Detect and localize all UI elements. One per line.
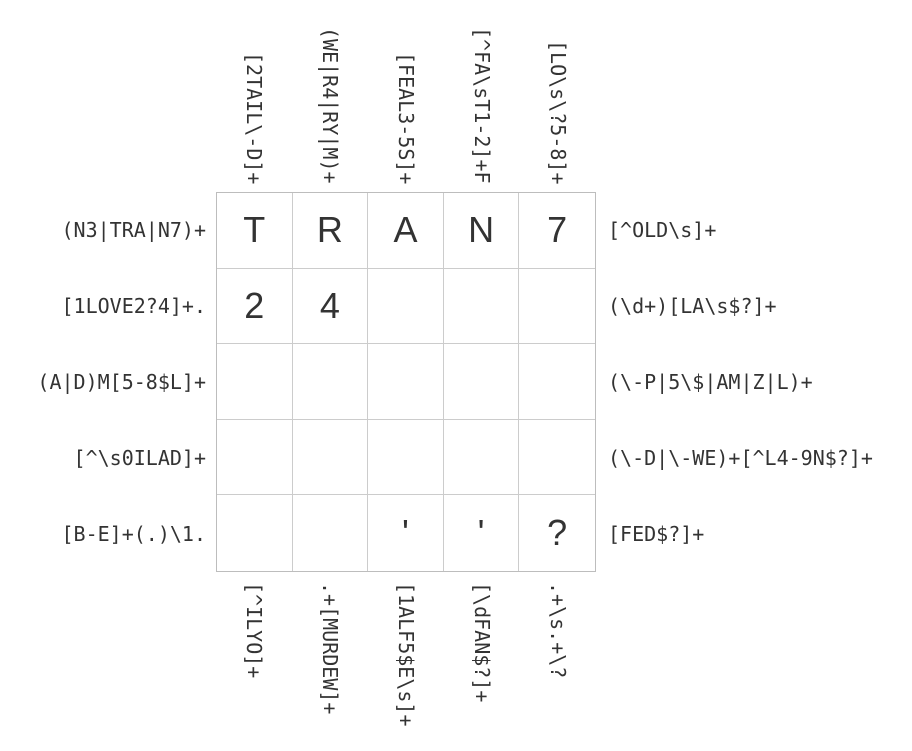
grid-cell-r1-c2[interactable]: R [292,193,369,269]
row-clue-right-2: (\d+)[LA\s$?]+ [608,294,777,318]
grid-cell-r5-c1[interactable] [217,495,293,571]
column-clue-bottom-text: [^ILYO]+ [242,582,266,679]
column-clue-bottom-text: .+[MURDEW]+ [318,582,342,715]
grid-cell-r2-c1[interactable]: 2 [217,268,293,345]
row-clue-right-4: (\-D|\-WE)+[^L4-9N$?]+ [608,446,873,470]
grid-cell-r4-c4[interactable] [443,419,520,496]
column-clue-top-text: [FEAL3-5S]+ [394,51,418,184]
column-clue-top-3: [FEAL3-5S]+ [368,0,444,184]
grid-cell-r2-c5[interactable] [519,268,595,345]
grid-cell-r2-c4[interactable] [443,268,520,345]
grid-cell-r5-c2[interactable] [292,495,369,571]
row-clue-right-5: [FED$?]+ [608,522,705,546]
grid-cell-r1-c4[interactable]: N [443,193,520,269]
column-clue-top-text: [LO\s\?5-8]+ [546,39,570,185]
column-clue-top-text: [^FA\sT1-2]+F [470,27,494,184]
grid-cell-r4-c1[interactable] [217,419,293,496]
column-clue-bottom-text: .+\s.+\? [546,582,570,679]
grid-cell-r3-c5[interactable] [519,344,595,420]
grid-cell-r2-c2[interactable]: 4 [292,268,369,345]
grid-cell-r5-c3[interactable]: ' [368,495,444,571]
column-clue-bottom-text: [1ALF5$E\s]+ [394,582,418,727]
column-clue-bottom-1: [^ILYO]+ [216,582,292,751]
row-clue-right-3: (\-P|5\$|AM|Z|L)+ [608,370,813,394]
column-clue-top-4: [^FA\sT1-2]+F [444,0,520,184]
grid-cell-r2-c3[interactable] [368,268,444,345]
grid-cell-r1-c1[interactable]: T [217,193,293,269]
grid-cell-r5-c4[interactable]: ' [443,495,520,571]
row-clue-left-1: (N3|TRA|N7)+ [61,218,207,242]
row-clue-left-5: [B-E]+(.)\1. [61,522,207,546]
grid-cell-r5-c5[interactable]: ? [519,495,595,571]
grid-cell-r3-c1[interactable] [217,344,293,420]
grid-cell-r3-c3[interactable] [368,344,444,420]
grid-cell-r3-c2[interactable] [292,344,369,420]
grid-cell-r1-c3[interactable]: A [368,193,444,269]
column-clue-top-text: [2TAIL\-D]+ [242,51,266,184]
column-clue-bottom-4: [\dFAN$?]+ [444,582,520,751]
column-clue-bottom-3: [1ALF5$E\s]+ [368,582,444,751]
column-clue-bottom-2: .+[MURDEW]+ [292,582,368,751]
grid-cell-r4-c3[interactable] [368,419,444,496]
grid-cell-r4-c2[interactable] [292,419,369,496]
column-clue-bottom-5: .+\s.+\? [520,582,596,751]
row-clue-left-2: [1LOVE2?4]+. [61,294,207,318]
row-clue-right-1: [^OLD\s]+ [608,218,717,242]
row-clue-left-4: [^\s0ILAD]+ [73,446,206,470]
grid-cell-r1-c5[interactable]: 7 [519,193,595,269]
row-clue-left-3: (A|D)M[5-8$L]+ [37,370,206,394]
column-clue-top-2: (WE|R4|RY|M)+ [292,0,368,184]
column-clue-top-1: [2TAIL\-D]+ [216,0,292,184]
column-clue-top-text: (WE|R4|RY|M)+ [318,27,342,184]
column-clue-bottom-text: [\dFAN$?]+ [470,582,494,703]
grid-cell-r3-c4[interactable] [443,344,520,420]
column-clue-top-5: [LO\s\?5-8]+ [520,0,596,185]
grid-cell-r4-c5[interactable] [519,419,595,496]
